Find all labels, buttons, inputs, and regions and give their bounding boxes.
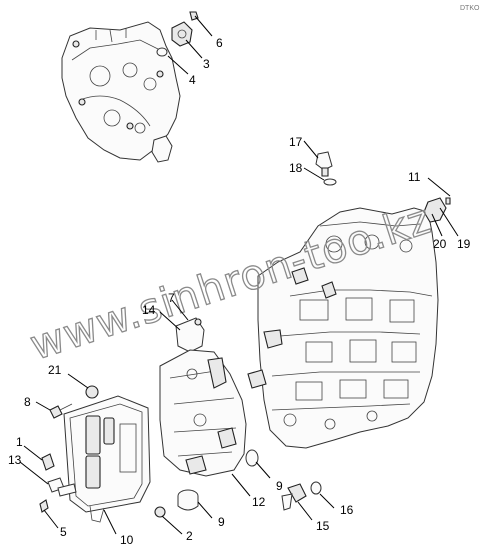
o-ring-part-16 bbox=[310, 481, 322, 495]
bracket-part-7 bbox=[175, 317, 205, 353]
callout-18: 18 bbox=[289, 161, 303, 175]
bolt-part-8 bbox=[49, 403, 73, 419]
spacer-part-9 bbox=[177, 489, 199, 511]
callout-1: 1 bbox=[16, 435, 23, 449]
callout-16: 16 bbox=[340, 503, 354, 517]
callout-11: 11 bbox=[408, 170, 421, 184]
bracket-part-13 bbox=[47, 477, 77, 497]
bolt-part-6 bbox=[189, 11, 199, 21]
callout-5: 5 bbox=[60, 525, 67, 539]
callout-20: 20 bbox=[433, 237, 447, 251]
spacer-part-9b bbox=[245, 449, 259, 467]
sensor-part-17 bbox=[315, 151, 333, 177]
page-id: DTKO bbox=[460, 5, 480, 12]
bolt-part-11 bbox=[445, 197, 451, 205]
callout-14: 14 bbox=[142, 303, 156, 317]
callout-13: 13 bbox=[8, 453, 22, 467]
callout-8: 8 bbox=[24, 395, 31, 409]
callout-9b: 9 bbox=[276, 479, 283, 493]
o-ring-part-4 bbox=[156, 47, 168, 57]
sensor-part-15 bbox=[281, 483, 307, 511]
nut-part-2 bbox=[154, 506, 166, 518]
callout-12: 12 bbox=[252, 495, 266, 509]
callout-3: 3 bbox=[203, 57, 210, 71]
callout-17: 17 bbox=[289, 135, 303, 149]
callout-9a: 9 bbox=[218, 515, 225, 529]
gear-housing-cover bbox=[61, 21, 181, 163]
engine-block bbox=[247, 207, 439, 449]
callout-7: 7 bbox=[168, 291, 175, 305]
callout-4: 4 bbox=[189, 73, 196, 87]
callout-labels: 6 3 4 17 18 11 20 19 14 7 21 8 1 13 5 10… bbox=[8, 36, 471, 547]
sensor-part-1 bbox=[41, 453, 55, 471]
o-ring-part-18 bbox=[323, 178, 337, 186]
callout-2: 2 bbox=[186, 529, 193, 543]
callout-10: 10 bbox=[120, 533, 134, 547]
screw-part-5 bbox=[39, 499, 49, 513]
leader-lines bbox=[19, 15, 459, 535]
sensor-part-20 bbox=[423, 197, 447, 223]
callout-15: 15 bbox=[316, 519, 330, 533]
callout-6: 6 bbox=[216, 36, 223, 50]
callout-19: 19 bbox=[457, 237, 471, 251]
sensor-part-3 bbox=[171, 21, 193, 47]
callout-21: 21 bbox=[48, 363, 62, 377]
mounting-plate-part-12 bbox=[159, 349, 247, 477]
ecm-module-part-10 bbox=[63, 385, 151, 523]
